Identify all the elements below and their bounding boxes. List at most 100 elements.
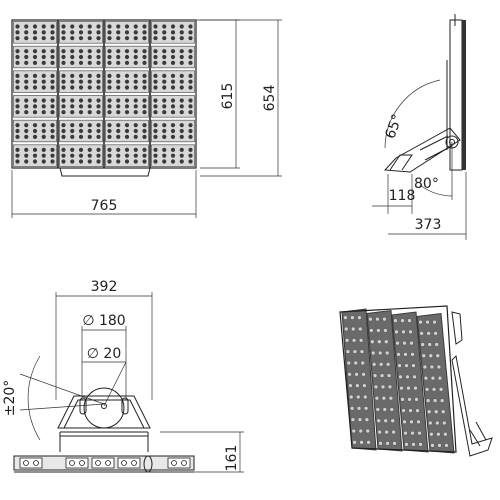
mount-bracket xyxy=(57,395,151,429)
led-dot xyxy=(61,123,66,128)
dim-373: 373 xyxy=(415,217,442,233)
led-dot xyxy=(32,24,38,29)
side-bracket-arm xyxy=(383,127,461,173)
led-dot xyxy=(24,79,29,84)
iso-bracket xyxy=(451,311,463,345)
led-dot xyxy=(87,104,92,109)
led-dot xyxy=(70,36,75,41)
iso-module xyxy=(416,312,455,454)
led-dot xyxy=(116,159,121,164)
led-dot xyxy=(50,134,55,139)
led-dot xyxy=(179,49,184,54)
led-dot xyxy=(70,98,75,103)
led-dot xyxy=(116,134,121,139)
led-dot xyxy=(133,159,138,164)
led-dot xyxy=(78,60,84,65)
mount-hole xyxy=(83,387,125,429)
led-dot xyxy=(124,147,130,152)
led-dot xyxy=(61,104,66,109)
led-dot xyxy=(107,134,112,139)
led-dot xyxy=(15,36,20,41)
led-dot xyxy=(170,98,176,103)
led-dot xyxy=(24,104,29,109)
led-dot xyxy=(170,147,176,152)
led-dot xyxy=(50,128,55,134)
led-dot xyxy=(96,159,101,164)
led-dot xyxy=(78,128,84,134)
led-dot xyxy=(15,147,20,152)
led-dot xyxy=(32,98,38,103)
led-dot xyxy=(124,73,130,78)
led-dot xyxy=(87,110,92,115)
led-dot xyxy=(32,30,38,35)
led-dot xyxy=(96,98,101,103)
led-dot xyxy=(133,60,138,65)
led-dot xyxy=(50,79,55,84)
led-dot xyxy=(162,49,167,54)
led-dot xyxy=(78,73,84,78)
led-dot xyxy=(107,49,112,54)
led-dot xyxy=(124,104,130,109)
led-dot xyxy=(116,30,121,35)
dim-615: 615 xyxy=(220,83,236,110)
led-dot xyxy=(96,54,101,60)
led-dot xyxy=(107,98,112,103)
led-dot xyxy=(32,73,38,78)
led-dot xyxy=(87,147,92,152)
led-dot xyxy=(153,30,158,35)
led-dot xyxy=(188,147,193,152)
led-dot xyxy=(87,159,92,164)
led-dot xyxy=(142,24,147,29)
led-dot xyxy=(70,85,75,90)
led-dot xyxy=(179,79,184,84)
led-dot xyxy=(41,104,46,109)
led-dot xyxy=(24,54,29,60)
led-dot xyxy=(133,147,138,152)
led-dot xyxy=(41,24,46,29)
led-dot xyxy=(32,36,38,41)
led-dot xyxy=(153,36,158,41)
led-dot xyxy=(32,85,38,90)
led-dot xyxy=(41,60,46,65)
led-dot xyxy=(15,134,20,139)
led-dot xyxy=(153,85,158,90)
led-dot xyxy=(170,24,176,29)
led-dot xyxy=(78,54,84,60)
led-dot xyxy=(170,49,176,54)
iso-module xyxy=(391,311,429,453)
led-dot xyxy=(32,159,38,164)
isometric-view xyxy=(339,305,493,457)
led-dot xyxy=(24,36,29,41)
led-dot xyxy=(15,159,20,164)
led-dot xyxy=(24,153,29,158)
led-dot xyxy=(142,85,147,90)
led-dot xyxy=(32,104,38,109)
led-dot xyxy=(50,98,55,103)
led-dot xyxy=(87,98,92,103)
led-dot xyxy=(170,30,176,35)
led-dot xyxy=(107,24,112,29)
led-dot xyxy=(41,54,46,60)
led-dot xyxy=(61,153,66,158)
led-dot xyxy=(116,98,121,103)
led-dot xyxy=(61,128,66,134)
led-dot xyxy=(96,134,101,139)
led-dot xyxy=(78,134,84,139)
led-dot xyxy=(61,30,66,35)
led-dot xyxy=(153,134,158,139)
led-dot xyxy=(70,30,75,35)
led-dot xyxy=(142,104,147,109)
led-dot xyxy=(124,98,130,103)
led-dot xyxy=(188,153,193,158)
led-dot xyxy=(133,49,138,54)
led-dot xyxy=(24,123,29,128)
led-dot xyxy=(15,54,20,60)
led-dot xyxy=(61,98,66,103)
led-dot xyxy=(142,110,147,115)
led-dot xyxy=(107,30,112,35)
led-dot xyxy=(116,36,121,41)
heatsink-base-strip xyxy=(13,455,195,473)
led-dot xyxy=(179,30,184,35)
led-dot xyxy=(179,153,184,158)
led-dot xyxy=(170,79,176,84)
